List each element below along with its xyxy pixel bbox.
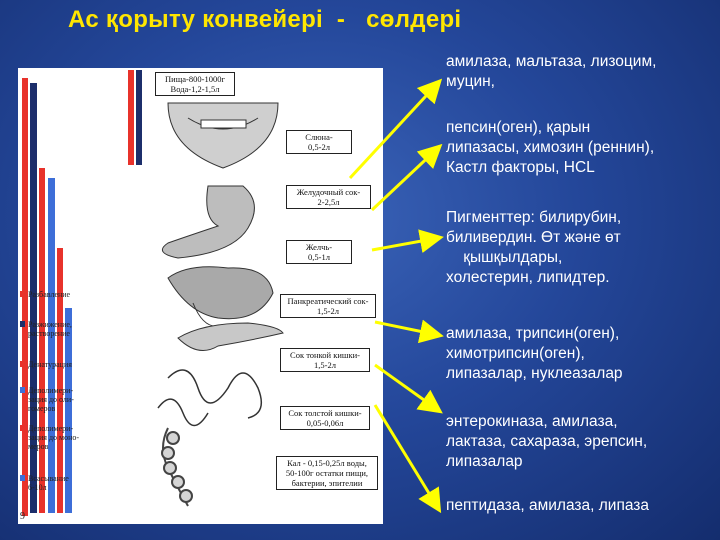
saliva-volume: 0,5-2л (308, 142, 330, 152)
pancreatic-juice-label: Панкреатический сок- 1,5-2л (280, 294, 376, 318)
large-intestine-juice-label: Сок толстой кишки- 0,05-0,06л (280, 406, 370, 430)
pancreas-illustration (177, 322, 284, 351)
legend-swatch (20, 361, 25, 367)
pancreatic-juice-volume: 1,5-2л (317, 306, 339, 316)
legend-text: гомеров (28, 404, 56, 413)
gastric-enzymes: пепсин(оген), қарын липазасы, химозин (р… (446, 118, 654, 178)
legend-text: Деполимери- (28, 386, 74, 395)
feces-water: Кал - 0,15-0,25л воды, (287, 458, 367, 468)
text-line: пепсин(оген), қарын (446, 119, 591, 136)
bar-red-monomers (57, 248, 63, 513)
legend-swatch (20, 475, 25, 481)
text-line: Пигменттер: билирубин, (446, 209, 622, 226)
text-line: Кастл факторы, HCL (446, 159, 595, 176)
bar-blue-oligomers (48, 178, 55, 513)
legend-dissolution: Разжижение, растворение (20, 320, 72, 338)
intestinal-enzymes: энтерокиназа, амилаза, лактаза, сахараза… (446, 412, 647, 472)
legend-text: зация до оли- (28, 395, 74, 404)
text-line: лактаза, сахараза, эрепсин, (446, 433, 648, 450)
bar-blue-absorption (65, 308, 72, 513)
arrow-bile (371, 229, 444, 254)
legend-text: меров (28, 442, 49, 451)
legend-swatch (20, 387, 25, 393)
small-intestine-juice-volume: 1,5-2л (314, 360, 336, 370)
feces-label: Кал - 0,15-0,25л воды, 50-100г остатки п… (276, 456, 378, 490)
large-intestine-juice-volume: 0,05-0,06л (306, 418, 344, 428)
bile-components: Пигменттер: билирубин, биливердин. Өт жә… (446, 208, 621, 288)
bile-label: Желчь- 0,5-1л (286, 240, 352, 264)
legend-oligomers: Деполимери- зация до оли- гомеров (20, 386, 74, 413)
text-line: холестерин, липидтер. (446, 269, 610, 286)
text-line: химотрипсин(оген), (446, 345, 585, 362)
arrow-small-intestine (374, 363, 443, 414)
legend-text: Деполимери- (28, 424, 74, 433)
text-line: липазасы, химозин (реннин), (446, 139, 655, 156)
legend-text: Денатурация (28, 360, 72, 369)
bar-red-dilution (22, 78, 28, 516)
pancreatic-juice-name: Панкреатический сок- (287, 296, 369, 306)
gastric-juice-label: Желудочный сок- 2-2,5л (286, 185, 371, 209)
legend-text: Разбавление (28, 290, 71, 299)
text-line: энтерокиназа, амилаза, (446, 413, 618, 430)
bar-navy-dissolution (30, 83, 37, 513)
large-intestine-juice-name: Сок толстой кишки- (288, 408, 362, 418)
pancreatic-enzymes: амилаза, трипсин(оген), химотрипсин(оген… (446, 324, 623, 384)
bile-name: Желчь- (305, 242, 333, 252)
legend-swatch (20, 425, 25, 431)
text-line: липазалар, нуклеазалар (446, 365, 623, 382)
arrow-saliva (348, 78, 443, 180)
text-line: қышқылдары, (446, 249, 563, 266)
page-number: 9 (20, 511, 25, 522)
intake-food: Пища-800-1000г (165, 74, 225, 84)
legend-text: зация до моно- (28, 433, 80, 442)
face-illustration (167, 102, 279, 169)
feces-food-residue: 50-100г остатки пищи, (285, 468, 369, 478)
small-intestine-juice-name: Сок тонкой кишки- (290, 350, 360, 360)
gastric-juice-volume: 2-2,5л (317, 197, 340, 207)
legend-swatch (20, 321, 25, 327)
large-intestine-enzymes: пептидаза, амилаза, липаза (446, 496, 649, 516)
saliva-label: Слюна- 0,5-2л (286, 130, 352, 154)
legend-absorption: Всасывание 6-10л (20, 474, 69, 492)
text-line: амилаза, трипсин(оген), (446, 325, 620, 342)
small-intestine-juice-label: Сок тонкой кишки- 1,5-2л (280, 348, 370, 372)
bile-volume: 0,5-1л (308, 252, 330, 262)
legend-text: Разжижение, (28, 320, 72, 329)
legend-denaturation: Денатурация (20, 360, 72, 369)
small-intestine-illustration (157, 369, 263, 427)
saliva-enzymes: амилаза, мальтаза, лизоцим, муцин, (446, 52, 656, 92)
intake-label: Пища-800-1000г Вода-1,2-1,5л (155, 72, 235, 96)
arrow-gastric (370, 143, 443, 212)
legend-dilution: Разбавление (20, 290, 71, 299)
text-line: муцин, (446, 73, 495, 90)
intake-water: Вода-1,2-1,5л (170, 84, 220, 94)
bar-red-denaturation (39, 168, 45, 513)
text-line: биливердин. Өт және өт (446, 229, 621, 246)
feces-bacteria: бактерии, эпителии (291, 478, 363, 488)
text-line: амилаза, мальтаза, лизоцим, (446, 53, 657, 70)
gastric-juice-name: Желудочный сок- (296, 187, 361, 197)
arrow-pancreatic (374, 319, 444, 344)
large-intestine-illustration (161, 427, 193, 507)
stomach-illustration (161, 185, 255, 259)
legend-monomers: Деполимери- зация до моно- меров (20, 424, 80, 451)
arrow-large-intestine (373, 404, 442, 514)
text-line: пептидаза, амилаза, липаза (446, 497, 650, 514)
digestive-diagram: Пища-800-1000г Вода-1,2-1,5л Слюна- 0,5-… (18, 68, 383, 524)
legend-swatch (20, 291, 25, 297)
legend-text: 6-10л (28, 483, 47, 492)
slide-title: Ас қорыту конвейері - сөлдері (68, 6, 462, 33)
text-line: липазалар (446, 453, 523, 470)
saliva-name: Слюна- (305, 132, 333, 142)
diagram-graphics (22, 70, 284, 516)
legend-text: Всасывание (28, 474, 69, 483)
legend-text: растворение (28, 329, 70, 338)
